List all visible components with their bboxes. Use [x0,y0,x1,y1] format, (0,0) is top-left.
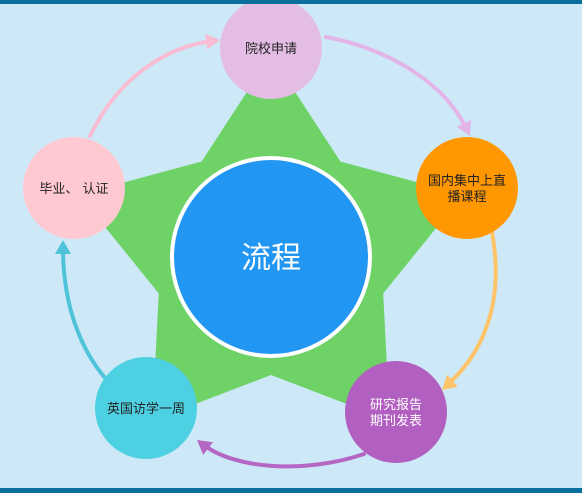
step-circle-live [416,137,518,239]
step-node-visit: 英国访学一周 [95,357,197,459]
step-circle-apply [220,4,322,99]
step-label-report: 期刊发表 [370,413,422,429]
arrow-live-report [446,230,498,386]
arrowhead-report-visit [197,440,213,455]
step-circle-report [345,361,447,463]
arrowhead-live-report [442,374,458,390]
arrow-grad-apply [88,39,215,138]
arrowhead-grad-apply [205,33,220,50]
arrowhead-visit-grad [55,240,71,254]
arrows-layer [55,33,498,469]
arrowhead-apply-live [456,119,472,136]
step-circle-grad [23,137,125,239]
step-label-report: 研究报告 [370,398,422,413]
step-node-apply: 院校申请 [220,4,322,99]
step-label-live: 国内集中上直 [428,173,506,189]
center-label: 流程 [241,241,301,276]
arrow-report-visit [202,443,366,469]
step-label-visit: 英国访学一周 [107,401,185,417]
center-node: 流程 [170,156,372,358]
step-label-live: 播课程 [447,190,486,205]
step-node-grad: 毕业、 认证 [23,137,125,239]
center-circle [170,156,372,358]
arrow-visit-grad [61,246,108,381]
arrow-apply-live [324,35,468,130]
step-label-grad: 毕业、 认证 [39,182,108,197]
diagram-canvas: 院校申请国内集中上直播课程研究报告期刊发表 英国访学一周 毕业、 认证 流程 [0,4,582,488]
step-label-apply: 院校申请 [245,41,297,57]
step-circle-visit [95,357,197,459]
